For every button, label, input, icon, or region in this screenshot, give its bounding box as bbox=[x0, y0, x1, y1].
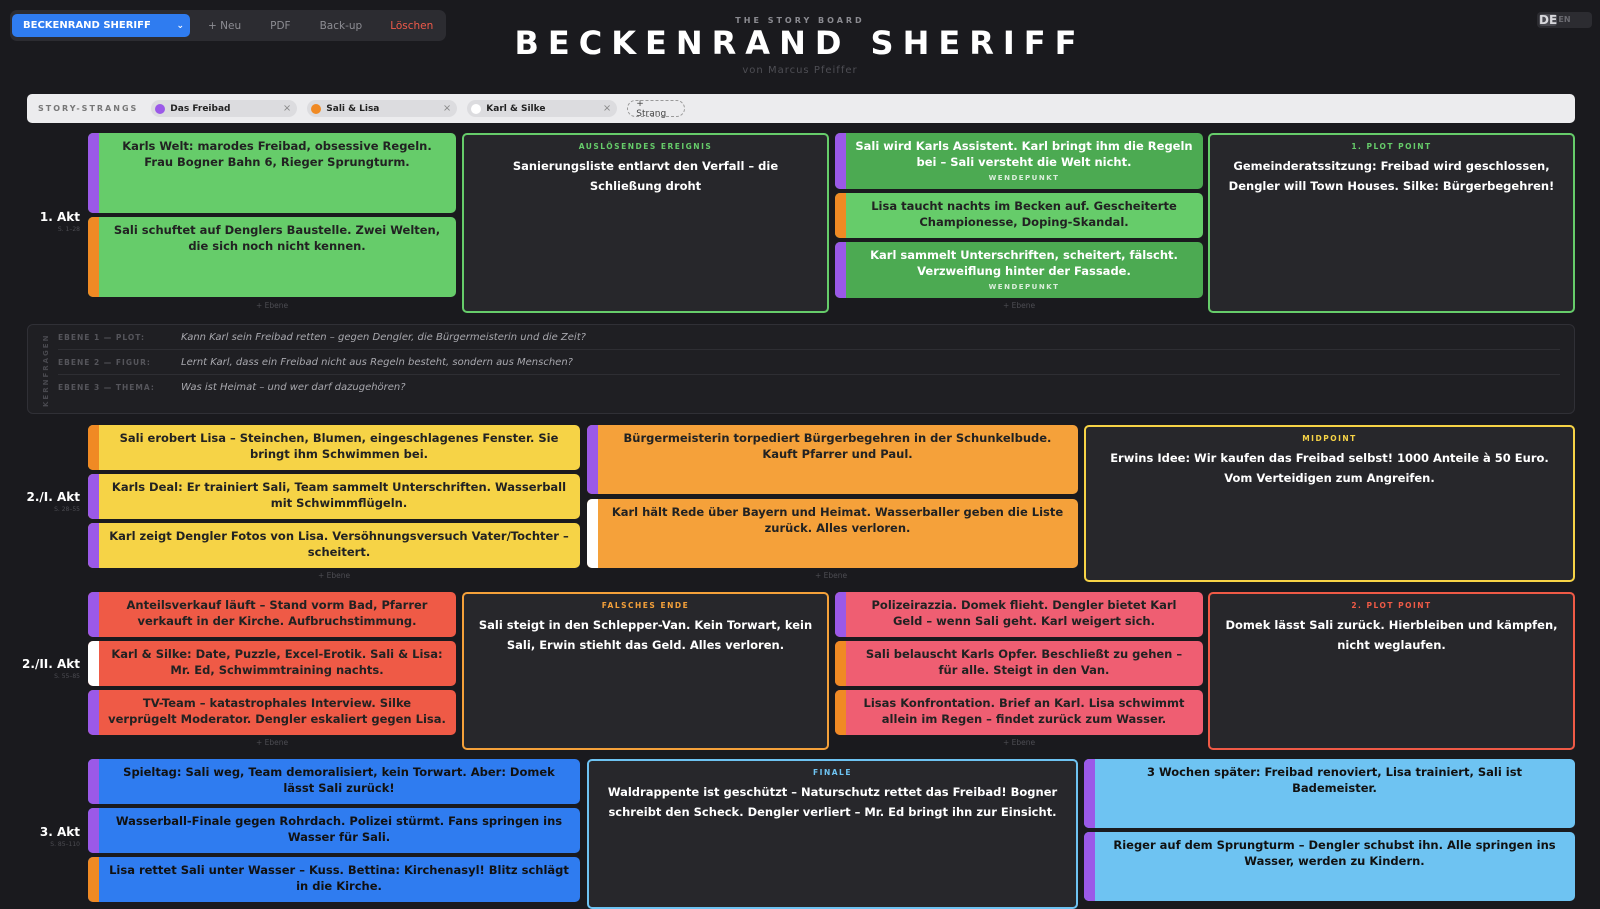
question-row: EBENE 3 — THEMA:Was ist Heimat – und wer… bbox=[58, 382, 406, 393]
remove-strand-icon[interactable]: × bbox=[602, 103, 612, 114]
add-layer-button[interactable]: + Ebene bbox=[1003, 738, 1036, 747]
question-text[interactable]: Was ist Heimat – und wer darf dazugehöre… bbox=[181, 382, 406, 393]
question-row: EBENE 2 — FIGUR:Lernt Karl, dass ein Fre… bbox=[58, 350, 1560, 375]
lang-en-button[interactable]: EN bbox=[1558, 15, 1571, 24]
strand-name: Karl & Silke bbox=[486, 103, 546, 114]
project-select[interactable]: BECKENRAND SHERIFF ⌄ bbox=[12, 14, 190, 37]
strand-name: Sali & Lisa bbox=[326, 103, 380, 114]
backup-button[interactable]: Back-up bbox=[319, 19, 363, 32]
strand-chip[interactable]: Sali & Lisa × bbox=[307, 100, 458, 117]
remove-strand-icon[interactable]: × bbox=[282, 103, 292, 114]
toolbar: BECKENRAND SHERIFF ⌄ + Neu PDF Back-up L… bbox=[10, 10, 446, 41]
scene-card[interactable]: Wasserball-Finale gegen Rohrdach. Polize… bbox=[88, 808, 580, 853]
chevron-down-icon: ⌄ bbox=[176, 20, 184, 31]
author-byline: von Marcus Pfeiffer bbox=[742, 65, 858, 76]
strand-name: Das Freibad bbox=[170, 103, 231, 114]
add-layer-button[interactable]: + Ebene bbox=[256, 301, 289, 310]
add-strand-button[interactable]: + Strang bbox=[627, 99, 686, 119]
strands-label: STORY-STRANGS bbox=[38, 104, 139, 113]
scene-card[interactable]: Bürgermeisterin torpediert Bürgerbegehre… bbox=[587, 425, 1078, 494]
scene-card[interactable]: Karl hält Rede über Bayern und Heimat. W… bbox=[587, 499, 1078, 568]
scene-card[interactable]: Rieger auf dem Sprungturm – Dengler schu… bbox=[1084, 832, 1575, 901]
language-switch: DE EN bbox=[1537, 12, 1592, 28]
strand-chip[interactable]: Karl & Silke × bbox=[467, 100, 618, 117]
scene-card[interactable]: Karls Welt: marodes Freibad, obsessive R… bbox=[88, 133, 456, 213]
remove-strand-icon[interactable]: × bbox=[442, 103, 452, 114]
add-layer-button[interactable]: + Ebene bbox=[256, 738, 289, 747]
scene-card[interactable]: Spieltag: Sali weg, Team demoralisiert, … bbox=[88, 759, 580, 804]
app-eyebrow: THE STORY BOARD bbox=[735, 16, 865, 25]
scene-card[interactable]: Karls Deal: Er trainiert Sali, Team samm… bbox=[88, 474, 580, 519]
scene-card[interactable]: Karl sammelt Unterschriften, scheitert, … bbox=[835, 242, 1203, 298]
core-questions-panel: KERNFRAGEN EBENE 1 — PLOT:Kann Karl sein… bbox=[27, 324, 1575, 414]
story-strands-bar: STORY-STRANGS Das Freibad × Sali & Lisa … bbox=[27, 94, 1575, 123]
add-layer-button[interactable]: + Ebene bbox=[318, 571, 351, 580]
scene-card[interactable]: 3 Wochen später: Freibad renoviert, Lisa… bbox=[1084, 759, 1575, 828]
scene-card[interactable]: Karl zeigt Dengler Fotos von Lisa. Versö… bbox=[88, 523, 580, 568]
scene-card[interactable]: Sali schuftet auf Denglers Baustelle. Zw… bbox=[88, 217, 456, 297]
core-questions-label: KERNFRAGEN bbox=[42, 333, 50, 407]
turning-point-badge: WENDEPUNKT bbox=[988, 174, 1060, 183]
lang-de-button[interactable]: DE bbox=[1539, 13, 1558, 27]
scene-card[interactable]: Lisa rettet Sali unter Wasser – Kuss. Be… bbox=[88, 857, 580, 902]
scene-card[interactable]: Anteilsverkauf läuft – Stand vorm Bad, P… bbox=[88, 592, 456, 637]
question-text[interactable]: Kann Karl sein Freibad retten – gegen De… bbox=[181, 331, 586, 343]
scene-card[interactable]: TV-Team – katastrophales Interview. Silk… bbox=[88, 690, 456, 735]
new-button[interactable]: + Neu bbox=[208, 19, 242, 32]
scene-card[interactable]: Sali belauscht Karls Opfer. Beschließt z… bbox=[835, 641, 1203, 686]
turning-point-badge: WENDEPUNKT bbox=[988, 283, 1060, 292]
strand-color-dot bbox=[311, 103, 322, 114]
strand-chip[interactable]: Das Freibad × bbox=[151, 100, 298, 117]
scene-card[interactable]: Polizeirazzia. Domek flieht. Dengler bie… bbox=[835, 592, 1203, 637]
question-row: EBENE 1 — PLOT:Kann Karl sein Freibad re… bbox=[58, 325, 1560, 350]
scene-card[interactable]: Sali wird Karls Assistent. Karl bringt i… bbox=[835, 133, 1203, 189]
strand-color-dot bbox=[155, 103, 166, 114]
add-layer-button[interactable]: + Ebene bbox=[815, 571, 848, 580]
delete-button[interactable]: Löschen bbox=[390, 19, 434, 32]
scene-card[interactable]: Karl & Silke: Date, Puzzle, Excel-Erotik… bbox=[88, 641, 456, 686]
scene-card[interactable]: Sali erobert Lisa – Steinchen, Blumen, e… bbox=[88, 425, 580, 470]
strand-color-dot bbox=[471, 103, 482, 114]
scene-card[interactable]: Lisa taucht nachts im Becken auf. Gesche… bbox=[835, 193, 1203, 238]
add-layer-button[interactable]: + Ebene bbox=[1003, 301, 1036, 310]
scene-card[interactable]: Lisas Konfrontation. Brief an Karl. Lisa… bbox=[835, 690, 1203, 735]
question-text[interactable]: Lernt Karl, dass ein Freibad nicht aus R… bbox=[181, 356, 573, 368]
project-select-label: BECKENRAND SHERIFF bbox=[23, 20, 151, 31]
page-title: BECKENRAND SHERIFF bbox=[514, 24, 1086, 62]
pdf-button[interactable]: PDF bbox=[270, 19, 291, 32]
